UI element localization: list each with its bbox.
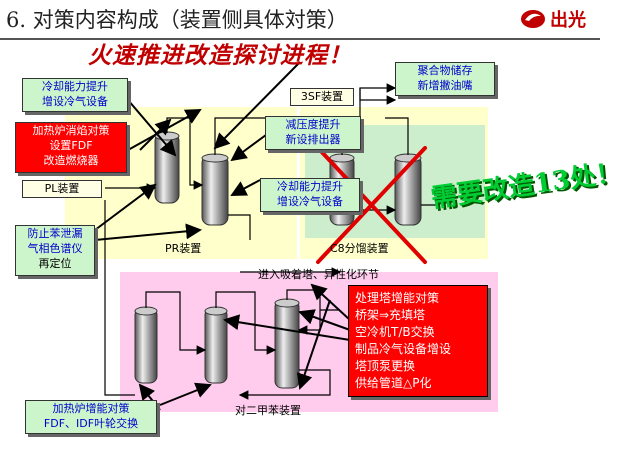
note-line: 冷却能力提升 bbox=[277, 180, 343, 193]
note-line: 新设排出器 bbox=[285, 133, 341, 146]
flow-diagram bbox=[94, 61, 440, 411]
note-line: 加热炉增能对策 bbox=[52, 402, 130, 415]
px-tower-3 bbox=[274, 298, 300, 389]
sf3-unit-text: 3SF装置 bbox=[300, 90, 344, 103]
note-line: 再定位 bbox=[38, 257, 72, 270]
note-line: 改造燃烧器 bbox=[43, 154, 99, 167]
pl-unit-text: PL装置 bbox=[44, 182, 80, 195]
pr-tower-1 bbox=[154, 131, 180, 204]
pr-unit-label: PR装置 bbox=[165, 242, 202, 255]
vacuum-upgrade-note: 减压度提升 新设排出器 bbox=[265, 116, 361, 150]
cooling-upgrade-note-top: 冷却能力提升 增设冷气设备 bbox=[22, 78, 128, 112]
cooling-upgrade-note-mid: 冷却能力提升 增设冷气设备 bbox=[260, 178, 360, 212]
note-line: 加热炉消焰对策 bbox=[32, 124, 110, 137]
note-line: 气相色谱仪 bbox=[27, 242, 83, 255]
benzene-leak-note: 防止苯泄漏 气相色谱仪 再定位 bbox=[15, 225, 95, 276]
note-line: 聚合物储存 bbox=[417, 64, 473, 77]
note-line: 增设冷气设备 bbox=[277, 195, 343, 208]
c8-unit-label: C8分馏装置 bbox=[330, 242, 389, 255]
px-unit-label: 对二甲苯装置 bbox=[235, 404, 301, 417]
pr-tower-2 bbox=[201, 153, 229, 226]
note-line: 冷却能力提升 bbox=[42, 80, 108, 93]
note-line: 增设冷气设备 bbox=[42, 95, 108, 108]
logo-emblem-icon bbox=[521, 10, 545, 28]
sf3-unit-label: 3SF装置 bbox=[290, 88, 354, 106]
note-line: FDF、IDF叶轮交换 bbox=[43, 417, 139, 430]
slogan: 火速推进改造探讨进程！ bbox=[88, 42, 352, 69]
cancel-cross-mark bbox=[316, 146, 427, 264]
px-tower-2 bbox=[204, 306, 228, 384]
title-divider bbox=[0, 38, 600, 40]
flow-note: 进入吸着塔、异性化环节 bbox=[258, 268, 379, 281]
note-line: 空冷机T/B交换 bbox=[355, 325, 435, 339]
px-tower-1 bbox=[134, 306, 158, 384]
note-line: 塔顶泵更换 bbox=[355, 359, 416, 373]
polymer-storage-note: 聚合物储存 新增撇油嘴 bbox=[395, 62, 495, 96]
page-title: 6. 对策内容构成（装置侧具体対策） bbox=[6, 8, 348, 32]
pl-unit-label: PL装置 bbox=[22, 180, 102, 198]
note-line: 制品冷气设备增设 bbox=[355, 342, 452, 356]
heater-flame-note: 加热炉消焰对策 设置FDF 改造燃烧器 bbox=[15, 122, 127, 173]
company-logo: 出光 bbox=[520, 6, 586, 32]
note-line: 设置FDF bbox=[49, 139, 93, 152]
note-line: 处理塔增能对策 bbox=[355, 291, 440, 305]
note-line: 防止苯泄漏 bbox=[27, 227, 83, 240]
note-line: 供给管道△P化 bbox=[355, 376, 432, 390]
note-line: 新增撇油嘴 bbox=[417, 79, 473, 92]
note-line: 桥架⇒充填塔 bbox=[355, 308, 426, 322]
note-line: 减压度提升 bbox=[285, 118, 341, 131]
tower-upgrade-note: 处理塔增能对策 桥架⇒充填塔 空冷机T/B交换 制品冷气设备增设 塔顶泵更换 供… bbox=[348, 285, 488, 397]
heater-capacity-note: 加热炉增能对策 FDF、IDF叶轮交换 bbox=[25, 400, 157, 434]
logo-text: 出光 bbox=[550, 10, 586, 31]
